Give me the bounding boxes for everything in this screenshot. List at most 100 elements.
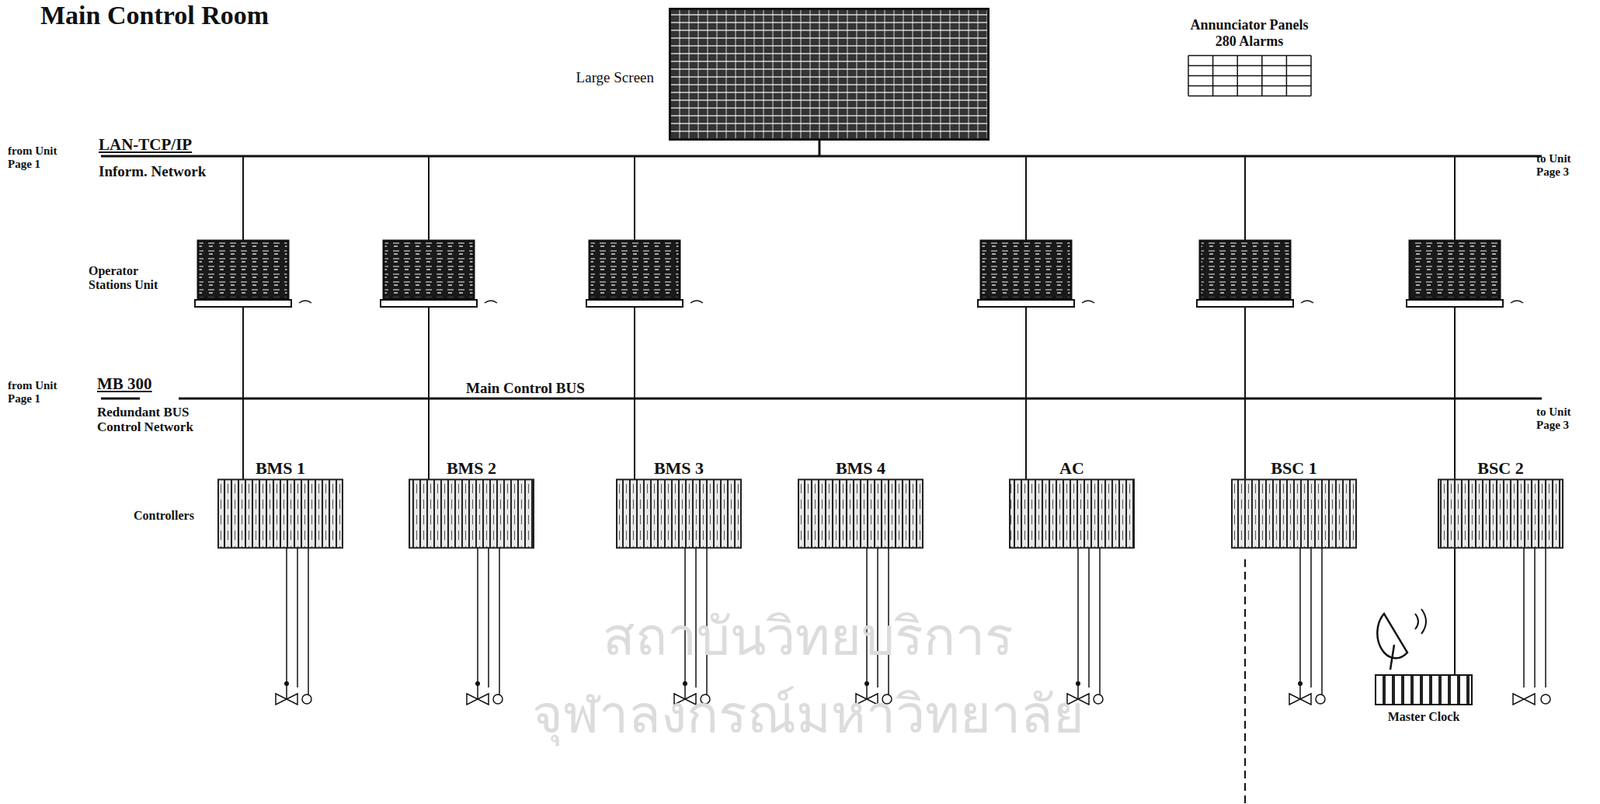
actuator <box>475 681 480 686</box>
wire <box>1299 687 1301 700</box>
wire <box>242 156 244 241</box>
wire <box>1187 55 1190 96</box>
operator-monitor <box>383 240 474 299</box>
page-ref: to Unit Page 3 <box>1536 152 1591 178</box>
controller-box <box>1009 479 1134 548</box>
operator-monitor <box>1200 240 1291 299</box>
network-name: Inform. Network <box>98 163 206 181</box>
wire <box>1390 644 1395 670</box>
controller-name: BMS 2 <box>409 458 534 478</box>
valve-symbol <box>1289 693 1312 705</box>
watermark: สถาบันวิทยบริการ <box>602 594 1014 679</box>
wire <box>1088 547 1090 688</box>
connector <box>1453 547 1456 675</box>
wire <box>1099 547 1101 688</box>
network-name: LAN-TCP/IP <box>98 135 192 154</box>
controller-name: BSC 2 <box>1438 458 1563 478</box>
large-screen: Large Screen <box>668 7 990 141</box>
wire <box>1544 547 1547 688</box>
wire <box>1188 65 1312 67</box>
controller-name: BMS 1 <box>218 458 343 478</box>
mouse <box>1081 300 1095 303</box>
clock-display <box>1374 674 1473 706</box>
wire <box>487 547 490 688</box>
page-ref: from Unit Page 1 <box>7 379 70 405</box>
mouse <box>1300 300 1314 303</box>
wire <box>1523 547 1525 688</box>
wire <box>1533 547 1536 688</box>
keyboard <box>194 299 292 307</box>
wire <box>1077 547 1079 688</box>
actuator <box>284 681 289 686</box>
wire <box>818 138 821 157</box>
wire <box>1453 306 1456 480</box>
valve-symbol <box>466 693 489 705</box>
mouse <box>1510 300 1524 303</box>
pump-symbol <box>1540 694 1551 704</box>
wire <box>1188 95 1312 98</box>
controller-rack: AC <box>1009 458 1134 478</box>
controller-rack: BSC 2 <box>1438 458 1563 478</box>
row-label: Operator Stations Unit <box>88 264 182 292</box>
operator-monitor <box>198 240 289 299</box>
controller-name: AC <box>1009 458 1134 478</box>
wire <box>1244 156 1246 241</box>
bus-name: Main Control BUS <box>466 379 585 397</box>
page-ref: from Unit Page 1 <box>7 144 70 171</box>
controller-box <box>1438 479 1563 548</box>
operator-monitor <box>589 240 680 299</box>
wire <box>307 547 310 688</box>
wire <box>633 156 636 241</box>
wire <box>285 547 288 688</box>
wire <box>1188 55 1312 57</box>
controller-rack: BMS 2 <box>409 458 534 478</box>
keyboard <box>977 299 1075 307</box>
controller-box <box>616 479 741 548</box>
wire <box>476 547 479 688</box>
wire <box>1188 75 1312 77</box>
wire <box>476 687 479 700</box>
wire <box>178 397 1542 400</box>
wire <box>285 687 288 700</box>
wire <box>1212 55 1214 96</box>
controller-name: BMS 3 <box>616 458 741 478</box>
wire <box>100 155 1542 158</box>
controller-box <box>218 479 343 548</box>
keyboard <box>1406 299 1503 307</box>
keyboard <box>1196 299 1294 307</box>
annunciator-panel: Annunciator Panels280 Alarms <box>1177 17 1322 49</box>
wire <box>1025 306 1027 480</box>
network-name: MB 300 <box>97 374 153 394</box>
clock-label: Master Clock <box>1374 709 1473 724</box>
controller-name: BSC 1 <box>1231 458 1357 478</box>
master-clock: Master Clock <box>1374 674 1473 724</box>
wire <box>1261 55 1263 96</box>
controller-box <box>1231 479 1357 548</box>
wire <box>1299 547 1301 688</box>
wire <box>633 306 636 480</box>
pump-symbol <box>1093 694 1103 704</box>
actuator <box>1297 681 1303 686</box>
radio-waves <box>1415 608 1427 634</box>
wire <box>1310 547 1312 688</box>
wire <box>242 306 244 480</box>
row-label: Controllers <box>133 508 195 523</box>
mouse <box>690 300 703 303</box>
pump-symbol <box>1315 694 1326 704</box>
wire <box>1025 156 1027 241</box>
pump-symbol <box>302 694 312 704</box>
wire <box>1188 85 1312 87</box>
page-ref: to Unit Page 3 <box>1536 405 1591 432</box>
pump-symbol <box>493 694 503 704</box>
keyboard <box>586 299 683 307</box>
controller-rack: BMS 4 <box>798 458 923 478</box>
wire <box>1244 306 1246 480</box>
panel-title: Annunciator Panels <box>1177 17 1322 34</box>
panel-title: 280 Alarms <box>1177 33 1322 50</box>
operator-monitor <box>980 240 1072 299</box>
controller-name: BMS 4 <box>798 458 923 478</box>
wire <box>427 156 430 241</box>
wire <box>100 397 140 400</box>
watermark: จุฬาลงกรณ์มหาวิทยาลัย <box>532 671 1085 756</box>
wire <box>1286 55 1288 96</box>
